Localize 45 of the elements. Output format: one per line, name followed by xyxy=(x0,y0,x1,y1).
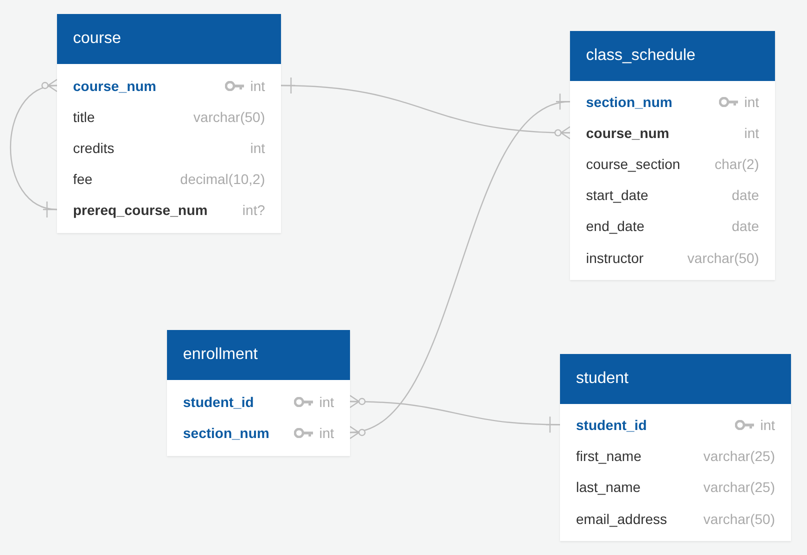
column-type: char(2) xyxy=(714,156,759,172)
column-type: date xyxy=(732,218,759,234)
column-name: start_date xyxy=(586,187,648,204)
column-name: end_date xyxy=(586,218,644,234)
column-type: varchar(25) xyxy=(703,448,775,464)
column-type: int xyxy=(744,124,759,141)
column-name: credits xyxy=(73,140,114,156)
column-name: fee xyxy=(73,170,92,186)
table-title: course xyxy=(73,30,122,48)
column-type: date xyxy=(732,187,759,204)
table-title: class_schedule xyxy=(586,47,696,65)
column-name: first_name xyxy=(576,448,642,464)
column-name: student_id xyxy=(576,416,647,433)
column-type: int xyxy=(760,416,775,433)
column-name: email_address xyxy=(576,510,668,527)
table-card xyxy=(560,354,791,542)
column-type: int xyxy=(250,78,265,94)
column-name: last_name xyxy=(576,479,641,496)
column-name: title xyxy=(73,108,95,124)
relationship-line xyxy=(10,78,59,216)
column-type: int xyxy=(319,394,334,410)
column-name: prereq_course_num xyxy=(73,202,208,218)
column-type: varchar(50) xyxy=(193,108,265,124)
table-card xyxy=(167,330,350,456)
column-type: varchar(50) xyxy=(703,510,775,527)
column-type: int xyxy=(319,424,334,440)
column-type: int xyxy=(744,94,759,110)
column-type: int? xyxy=(242,202,265,218)
column-name: section_num xyxy=(586,94,672,110)
table-card xyxy=(57,14,281,233)
column-type: int xyxy=(250,140,265,156)
relationship-line xyxy=(280,77,571,140)
column-name: course_section xyxy=(586,156,680,172)
column-name: student_id xyxy=(183,394,254,410)
column-type: varchar(25) xyxy=(703,479,775,496)
column-name: section_num xyxy=(183,424,270,440)
relationship-line xyxy=(349,394,561,434)
table-card xyxy=(570,31,775,280)
table-title: student xyxy=(576,370,628,388)
column-type: varchar(50) xyxy=(687,250,759,266)
column-name: course_num xyxy=(586,124,670,141)
column-name: instructor xyxy=(586,250,644,266)
column-name: course_num xyxy=(73,78,156,94)
column-type: decimal(10,2) xyxy=(180,170,265,186)
table-title: enrollment xyxy=(183,346,258,364)
